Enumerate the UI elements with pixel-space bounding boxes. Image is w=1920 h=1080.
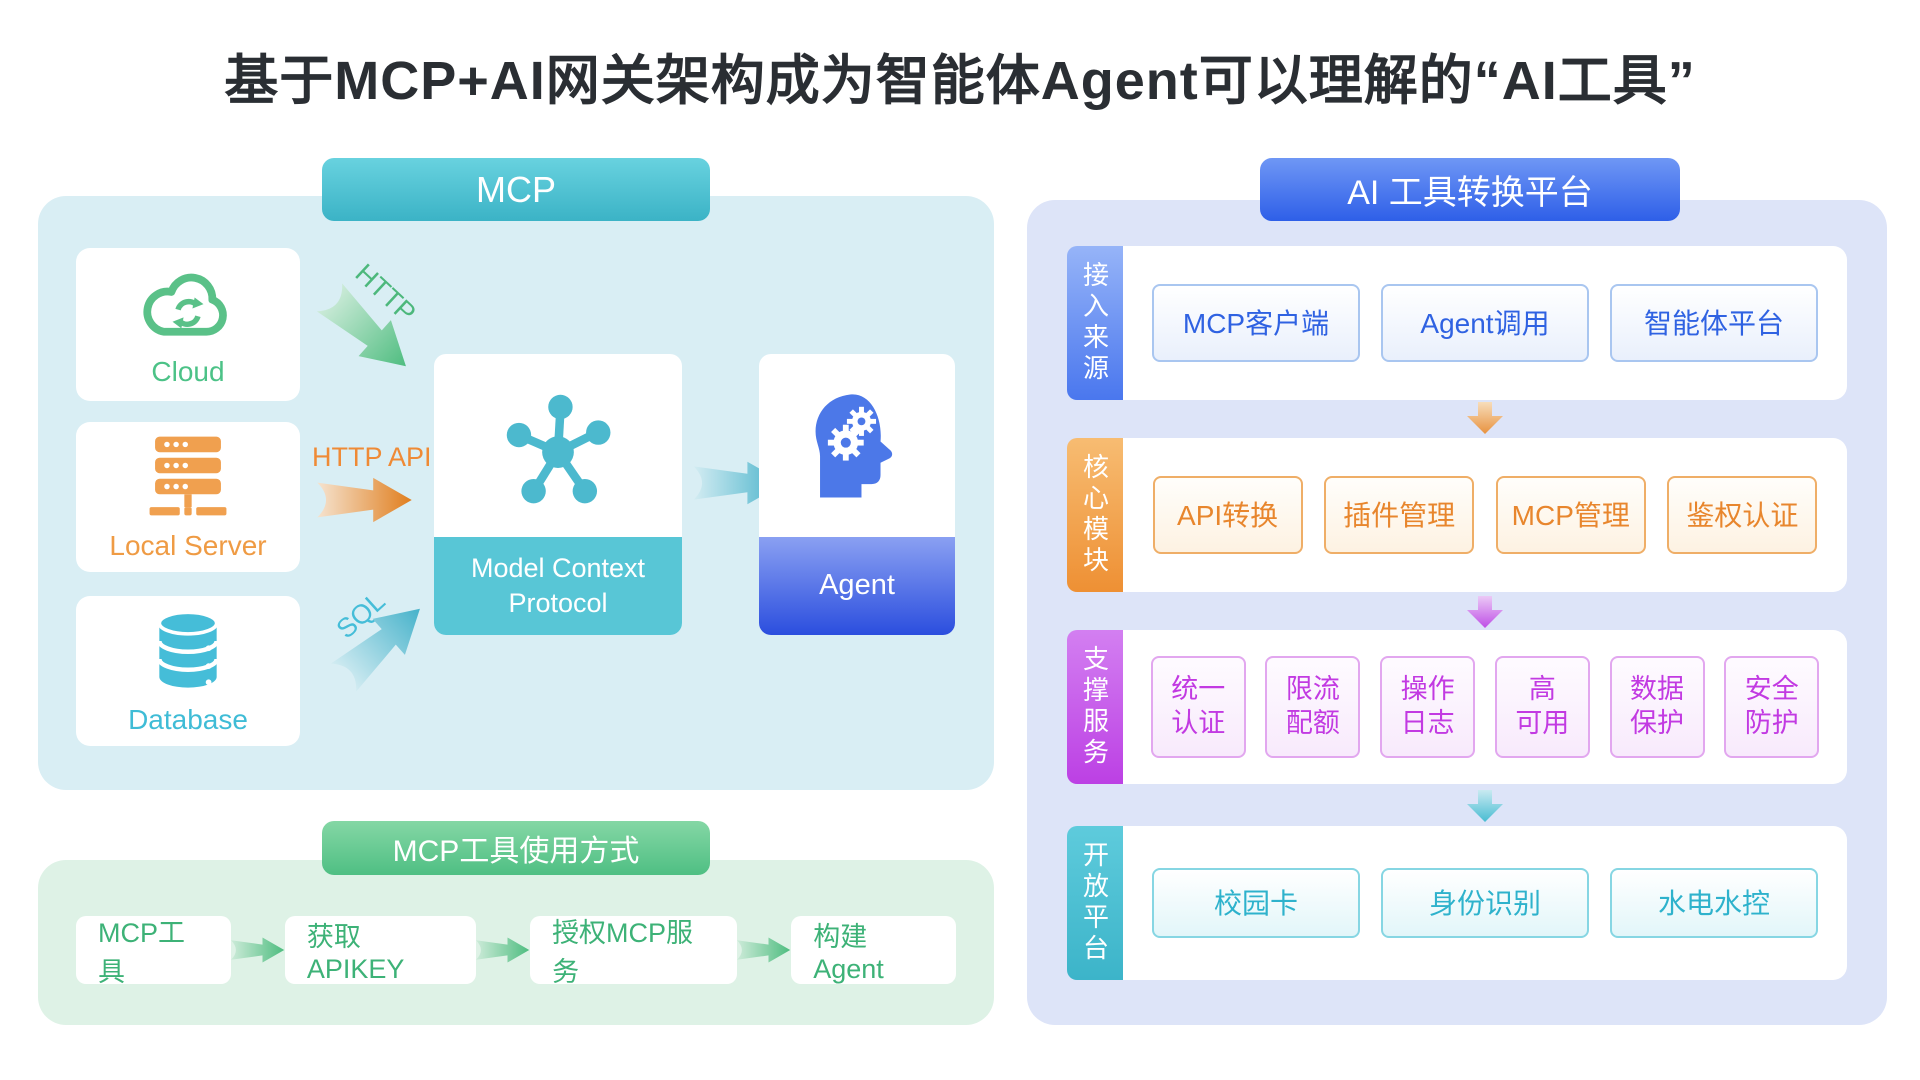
database-card: Database: [76, 596, 300, 746]
platform-item: 统一 认证: [1150, 656, 1246, 758]
platform-item: 限流 配额: [1265, 656, 1361, 758]
usage-step: MCP工具: [76, 916, 231, 987]
mcp-panel: Cloud Local Server: [38, 196, 994, 790]
http-api-label: HTTP API: [312, 442, 432, 472]
platform-item: 安全 防护: [1724, 656, 1820, 758]
platform-panel: 接入来源 MCP客户端 Agent调用 智能体平台 核心模块 API转换 插件管…: [1027, 200, 1887, 1025]
hub-icon: [434, 354, 682, 537]
platform-item: 数据 保护: [1609, 656, 1705, 758]
usage-step: 授权MCP服务: [530, 916, 737, 987]
row-tab-support-services: 支撑服务: [1067, 630, 1123, 784]
database-icon: [143, 607, 233, 698]
agent-head-icon: [759, 354, 955, 537]
protocol-label: Model Context Protocol: [434, 537, 682, 635]
row-body: 校园卡 身份识别 水电水控: [1123, 826, 1847, 980]
cloud-card: Cloud: [76, 248, 300, 401]
row-tab-core-modules: 核心模块: [1067, 438, 1123, 592]
row-body: 统一 认证 限流 配额 操作 日志 高 可用 数据 保护 安全 防护: [1123, 630, 1847, 784]
platform-item: 鉴权认证: [1667, 476, 1818, 554]
row-tab-access-sources: 接入来源: [1067, 246, 1123, 400]
platform-item: MCP客户端: [1152, 284, 1360, 362]
usage-step: 构建Agent: [791, 916, 957, 984]
cloud-label: Cloud: [151, 356, 225, 387]
platform-section-header: AI 工具转换平台: [1260, 158, 1680, 221]
platform-item: 插件管理: [1324, 476, 1475, 554]
database-label: Database: [128, 703, 248, 735]
usage-step: 获取APIKEY: [284, 916, 476, 984]
usage-section-header: MCP工具使用方式: [322, 821, 710, 875]
http-api-arrow-icon: [317, 477, 412, 523]
step-arrow-icon: [230, 937, 284, 963]
step-arrow-icon: [736, 937, 791, 963]
platform-item: 水电水控: [1610, 868, 1818, 938]
row-tab-open-platform: 开放平台: [1067, 826, 1123, 980]
protocol-box: Model Context Protocol: [434, 354, 682, 635]
platform-row-open-platform: 开放平台 校园卡 身份识别 水电水控: [1067, 826, 1847, 980]
agent-box: Agent: [759, 354, 955, 635]
http-arrow-icon: [316, 283, 406, 367]
platform-item: 高 可用: [1494, 656, 1590, 758]
usage-panel: MCP工具 获取APIKEY 授权MCP服务 构建Agent: [38, 860, 994, 1025]
platform-item: 校园卡: [1152, 868, 1360, 938]
platform-item: API转换: [1152, 476, 1303, 554]
usage-steps-row: MCP工具 获取APIKEY 授权MCP服务 构建Agent: [38, 915, 994, 987]
mcp-section-header: MCP: [322, 158, 710, 221]
step-arrow-icon: [475, 937, 529, 963]
page-title: 基于MCP+AI网关架构成为智能体Agent可以理解的“AI工具”: [224, 51, 1696, 111]
platform-row-access-sources: 接入来源 MCP客户端 Agent调用 智能体平台: [1067, 246, 1847, 400]
cloud-icon: [129, 261, 247, 350]
sql-arrow-icon: [330, 608, 420, 692]
platform-row-support-services: 支撑服务 统一 认证 限流 配额 操作 日志 高 可用 数据 保护 安全 防护: [1067, 630, 1847, 784]
server-icon: [142, 433, 234, 524]
down-arrow-icon: [1467, 402, 1503, 434]
platform-item: MCP管理: [1495, 476, 1646, 554]
row-body: MCP客户端 Agent调用 智能体平台: [1123, 246, 1847, 400]
platform-item: 智能体平台: [1610, 284, 1818, 362]
platform-item: 操作 日志: [1380, 656, 1476, 758]
agent-label: Agent: [759, 537, 955, 635]
down-arrow-icon: [1467, 790, 1503, 822]
row-body: API转换 插件管理 MCP管理 鉴权认证: [1123, 438, 1847, 592]
local-server-card: Local Server: [76, 422, 300, 572]
down-arrow-icon: [1467, 596, 1503, 628]
local-server-label: Local Server: [109, 529, 267, 561]
platform-item: Agent调用: [1381, 284, 1589, 362]
platform-item: 身份识别: [1381, 868, 1589, 938]
platform-row-core-modules: 核心模块 API转换 插件管理 MCP管理 鉴权认证: [1067, 438, 1847, 592]
